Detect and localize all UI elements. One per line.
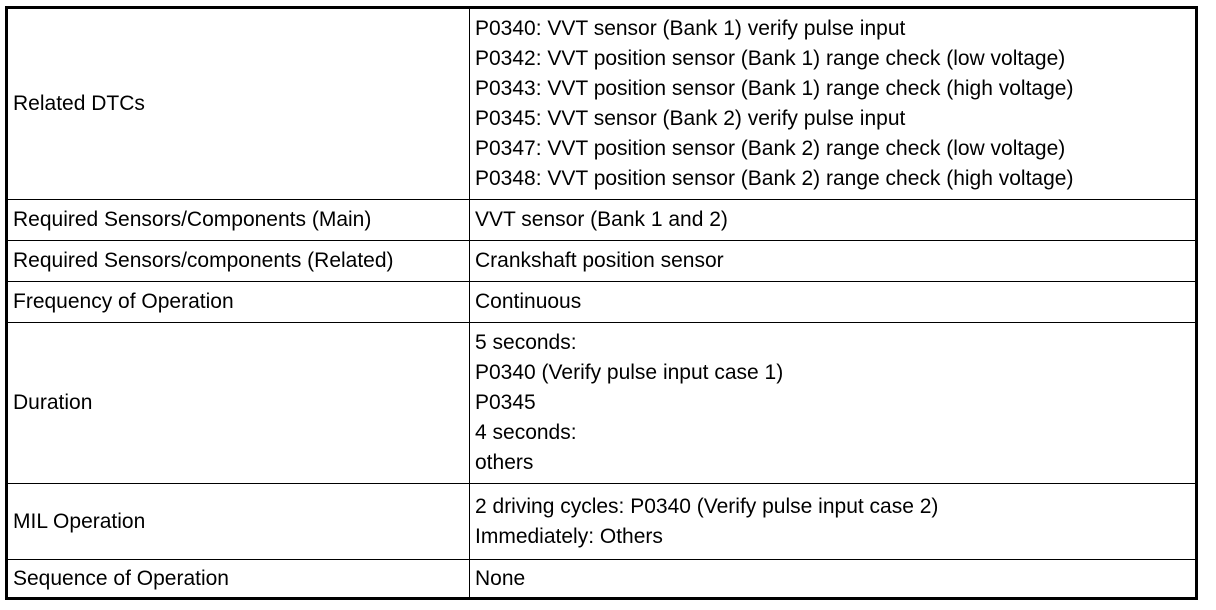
row-label: Related DTCs (6, 7, 470, 200)
dtc-spec-table: Related DTCs P0340: VVT sensor (Bank 1) … (5, 6, 1198, 600)
table-row-duration: Duration 5 seconds: P0340 (Verify pulse … (6, 322, 1197, 484)
table-row-required-sensors-main: Required Sensors/Components (Main) VVT s… (6, 199, 1197, 241)
table-row-related-dtcs: Related DTCs P0340: VVT sensor (Bank 1) … (6, 7, 1197, 200)
value-line: P0345 (475, 391, 536, 414)
table-row-sequence-of-operation: Sequence of Operation None (6, 559, 1197, 599)
dtc-line: P0343: VVT position sensor (Bank 1) rang… (475, 77, 1074, 100)
row-label: Required Sensors/components (Related) (6, 240, 470, 282)
row-value: VVT sensor (Bank 1 and 2) (469, 199, 1197, 241)
dtc-line: P0342: VVT position sensor (Bank 1) rang… (475, 47, 1066, 70)
value-line: others (475, 451, 534, 474)
row-label: Sequence of Operation (6, 559, 470, 599)
row-value: 5 seconds: P0340 (Verify pulse input cas… (469, 322, 1197, 484)
row-value: None (469, 559, 1197, 599)
value-line: Immediately: Others (475, 524, 663, 548)
row-value: Crankshaft position sensor (469, 240, 1197, 282)
table-row-frequency-of-operation: Frequency of Operation Continuous (6, 281, 1197, 323)
value-line: VVT sensor (Bank 1 and 2) (475, 208, 728, 231)
value-line: 5 seconds: (475, 331, 577, 354)
row-label: Required Sensors/Components (Main) (6, 199, 470, 241)
value-line: 4 seconds: (475, 421, 577, 444)
row-value: Continuous (469, 281, 1197, 323)
dtc-line: P0348: VVT position sensor (Bank 2) rang… (475, 167, 1074, 190)
value-line: 2 driving cycles: P0340 (Verify pulse in… (475, 494, 939, 518)
row-label: Duration (6, 322, 470, 484)
row-value: P0340: VVT sensor (Bank 1) verify pulse … (469, 7, 1197, 200)
value-line: Crankshaft position sensor (475, 249, 724, 272)
table-row-required-sensors-related: Required Sensors/components (Related) Cr… (6, 240, 1197, 282)
dtc-line: P0345: VVT sensor (Bank 2) verify pulse … (475, 107, 906, 130)
dtc-line: P0340: VVT sensor (Bank 1) verify pulse … (475, 17, 906, 40)
dtc-line: P0347: VVT position sensor (Bank 2) rang… (475, 137, 1066, 160)
value-line: Continuous (475, 290, 582, 313)
table-row-mil-operation: MIL Operation 2 driving cycles: P0340 (V… (6, 483, 1197, 560)
value-line: P0340 (Verify pulse input case 1) (475, 361, 784, 384)
row-label: Frequency of Operation (6, 281, 470, 323)
value-line: None (475, 566, 526, 590)
row-value: 2 driving cycles: P0340 (Verify pulse in… (469, 483, 1197, 560)
row-label: MIL Operation (6, 483, 470, 560)
